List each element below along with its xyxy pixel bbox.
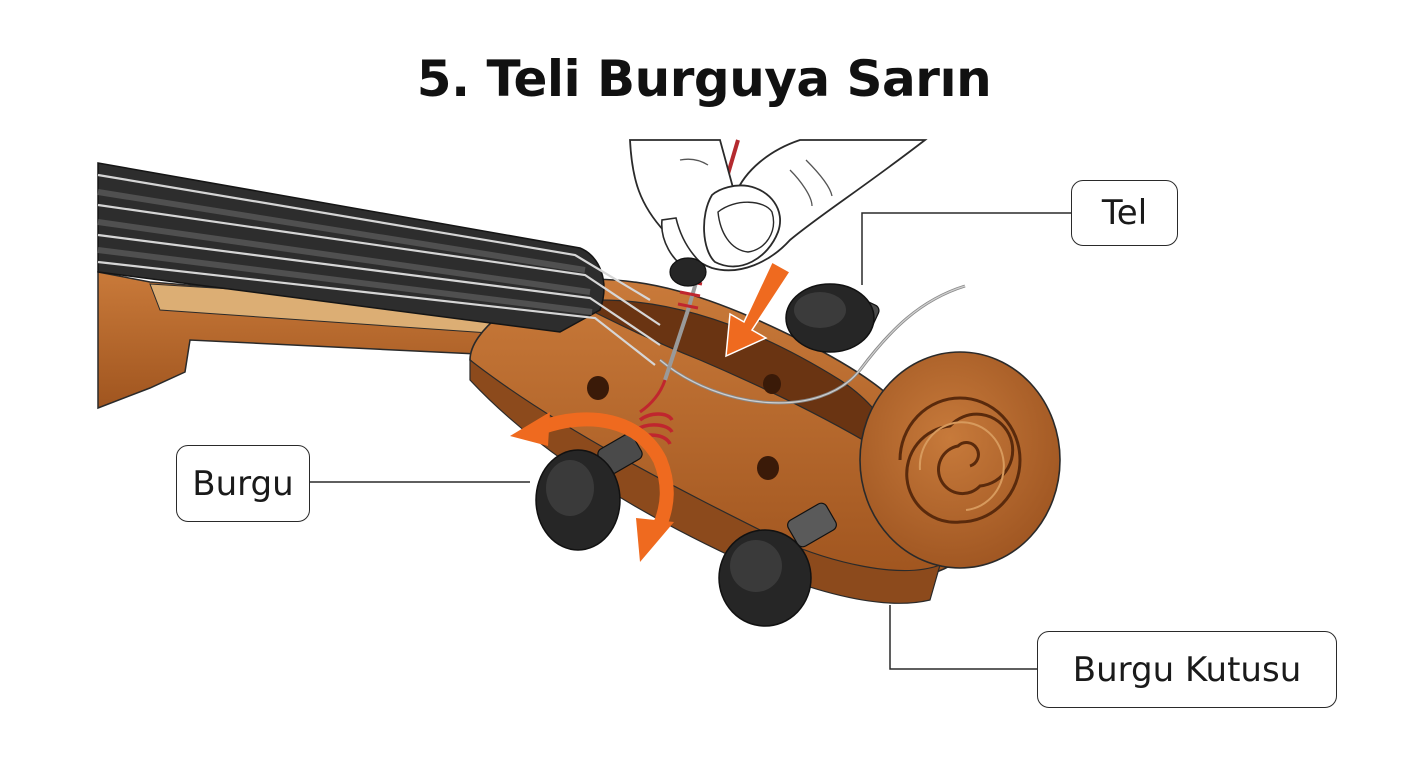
- scroll-spiral: [898, 396, 1022, 524]
- label-pegbox: Burgu Kutusu: [1037, 631, 1337, 708]
- peg-hole: [763, 374, 781, 394]
- fingerboard: [97, 162, 605, 333]
- violin-string: [97, 233, 661, 346]
- peg-hole: [757, 456, 779, 480]
- leader-line-tel: [861, 212, 1071, 285]
- hand-crease: [679, 158, 709, 166]
- rotate-arrow-icon: [533, 412, 674, 532]
- arrow-down-icon: [725, 260, 792, 358]
- scroll-outer: [859, 351, 1061, 569]
- loose-string-highlight: [659, 285, 966, 404]
- violin-string: [97, 203, 661, 326]
- scroll-spiral-light: [918, 421, 1005, 511]
- label-peg: Burgu: [176, 445, 310, 522]
- rotate-arrow-head-left: [510, 412, 550, 446]
- fingernail: [717, 201, 775, 253]
- label-string: Tel: [1071, 180, 1178, 246]
- peg-bottom: [718, 502, 837, 627]
- rotate-arrow-head-bottom: [636, 518, 674, 562]
- leader-line-burgu-kutusu: [889, 605, 1037, 670]
- peg-upper-right: [785, 283, 880, 353]
- peg-hole: [587, 376, 609, 400]
- fingerboard-stripe: [97, 247, 593, 315]
- peg-left: [535, 433, 643, 551]
- fingerboard-stripe: [97, 189, 586, 273]
- page-title: 5. Teli Burguya Sarın: [416, 50, 992, 108]
- string-to-peg: [639, 379, 667, 414]
- hand-crease: [789, 159, 833, 207]
- peg-top-small: [669, 257, 707, 287]
- fingerboard-stripe: [97, 219, 591, 295]
- violin-string: [97, 260, 656, 366]
- violin-string: [97, 173, 651, 301]
